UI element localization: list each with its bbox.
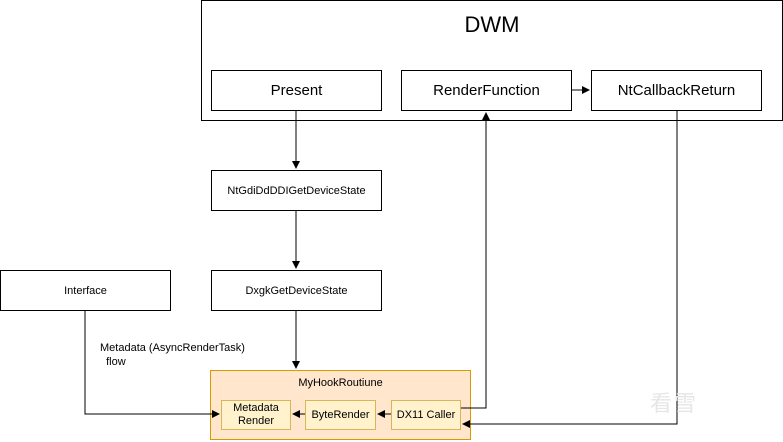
interface-label: Interface bbox=[64, 284, 107, 297]
dwm-title: DWM bbox=[464, 12, 520, 37]
dx11-caller-label: DX11 Caller bbox=[396, 408, 456, 421]
present-node: Present bbox=[211, 70, 382, 111]
ntcallbackreturn-node: NtCallbackReturn bbox=[591, 70, 762, 111]
dxgk-label: DxgkGetDeviceState bbox=[245, 284, 348, 297]
ntgdi-node: NtGdiDdDDIGetDeviceState bbox=[211, 170, 382, 211]
present-label: Present bbox=[270, 82, 323, 99]
byte-render-label: ByteRender bbox=[311, 408, 370, 421]
dxgk-node: DxgkGetDeviceState bbox=[211, 270, 382, 311]
render-function-node: RenderFunction bbox=[401, 70, 572, 111]
byte-render-node: ByteRender bbox=[305, 400, 376, 430]
metadata-render-node: Metadata Render bbox=[221, 400, 291, 430]
hook-routine-title: MyHookRoutiune bbox=[298, 377, 383, 389]
edge-callback-to-dx11 bbox=[462, 111, 678, 428]
interface-node: Interface bbox=[0, 270, 171, 311]
render-function-label: RenderFunction bbox=[433, 82, 540, 99]
ntgdi-label: NtGdiDdDDIGetDeviceState bbox=[227, 184, 366, 197]
dx11-caller-node: DX11 Caller bbox=[391, 400, 461, 430]
metadata-flow-label: Metadata (AsyncRenderTask) flow bbox=[100, 341, 245, 369]
metadata-render-label: Metadata Render bbox=[233, 402, 279, 427]
watermark-logo: 看雪 bbox=[650, 391, 699, 416]
edge-dx11-to-renderfunction bbox=[461, 112, 490, 409]
ntcallbackreturn-label: NtCallbackReturn bbox=[617, 82, 736, 99]
edge-interface-to-metadata bbox=[84, 311, 220, 418]
